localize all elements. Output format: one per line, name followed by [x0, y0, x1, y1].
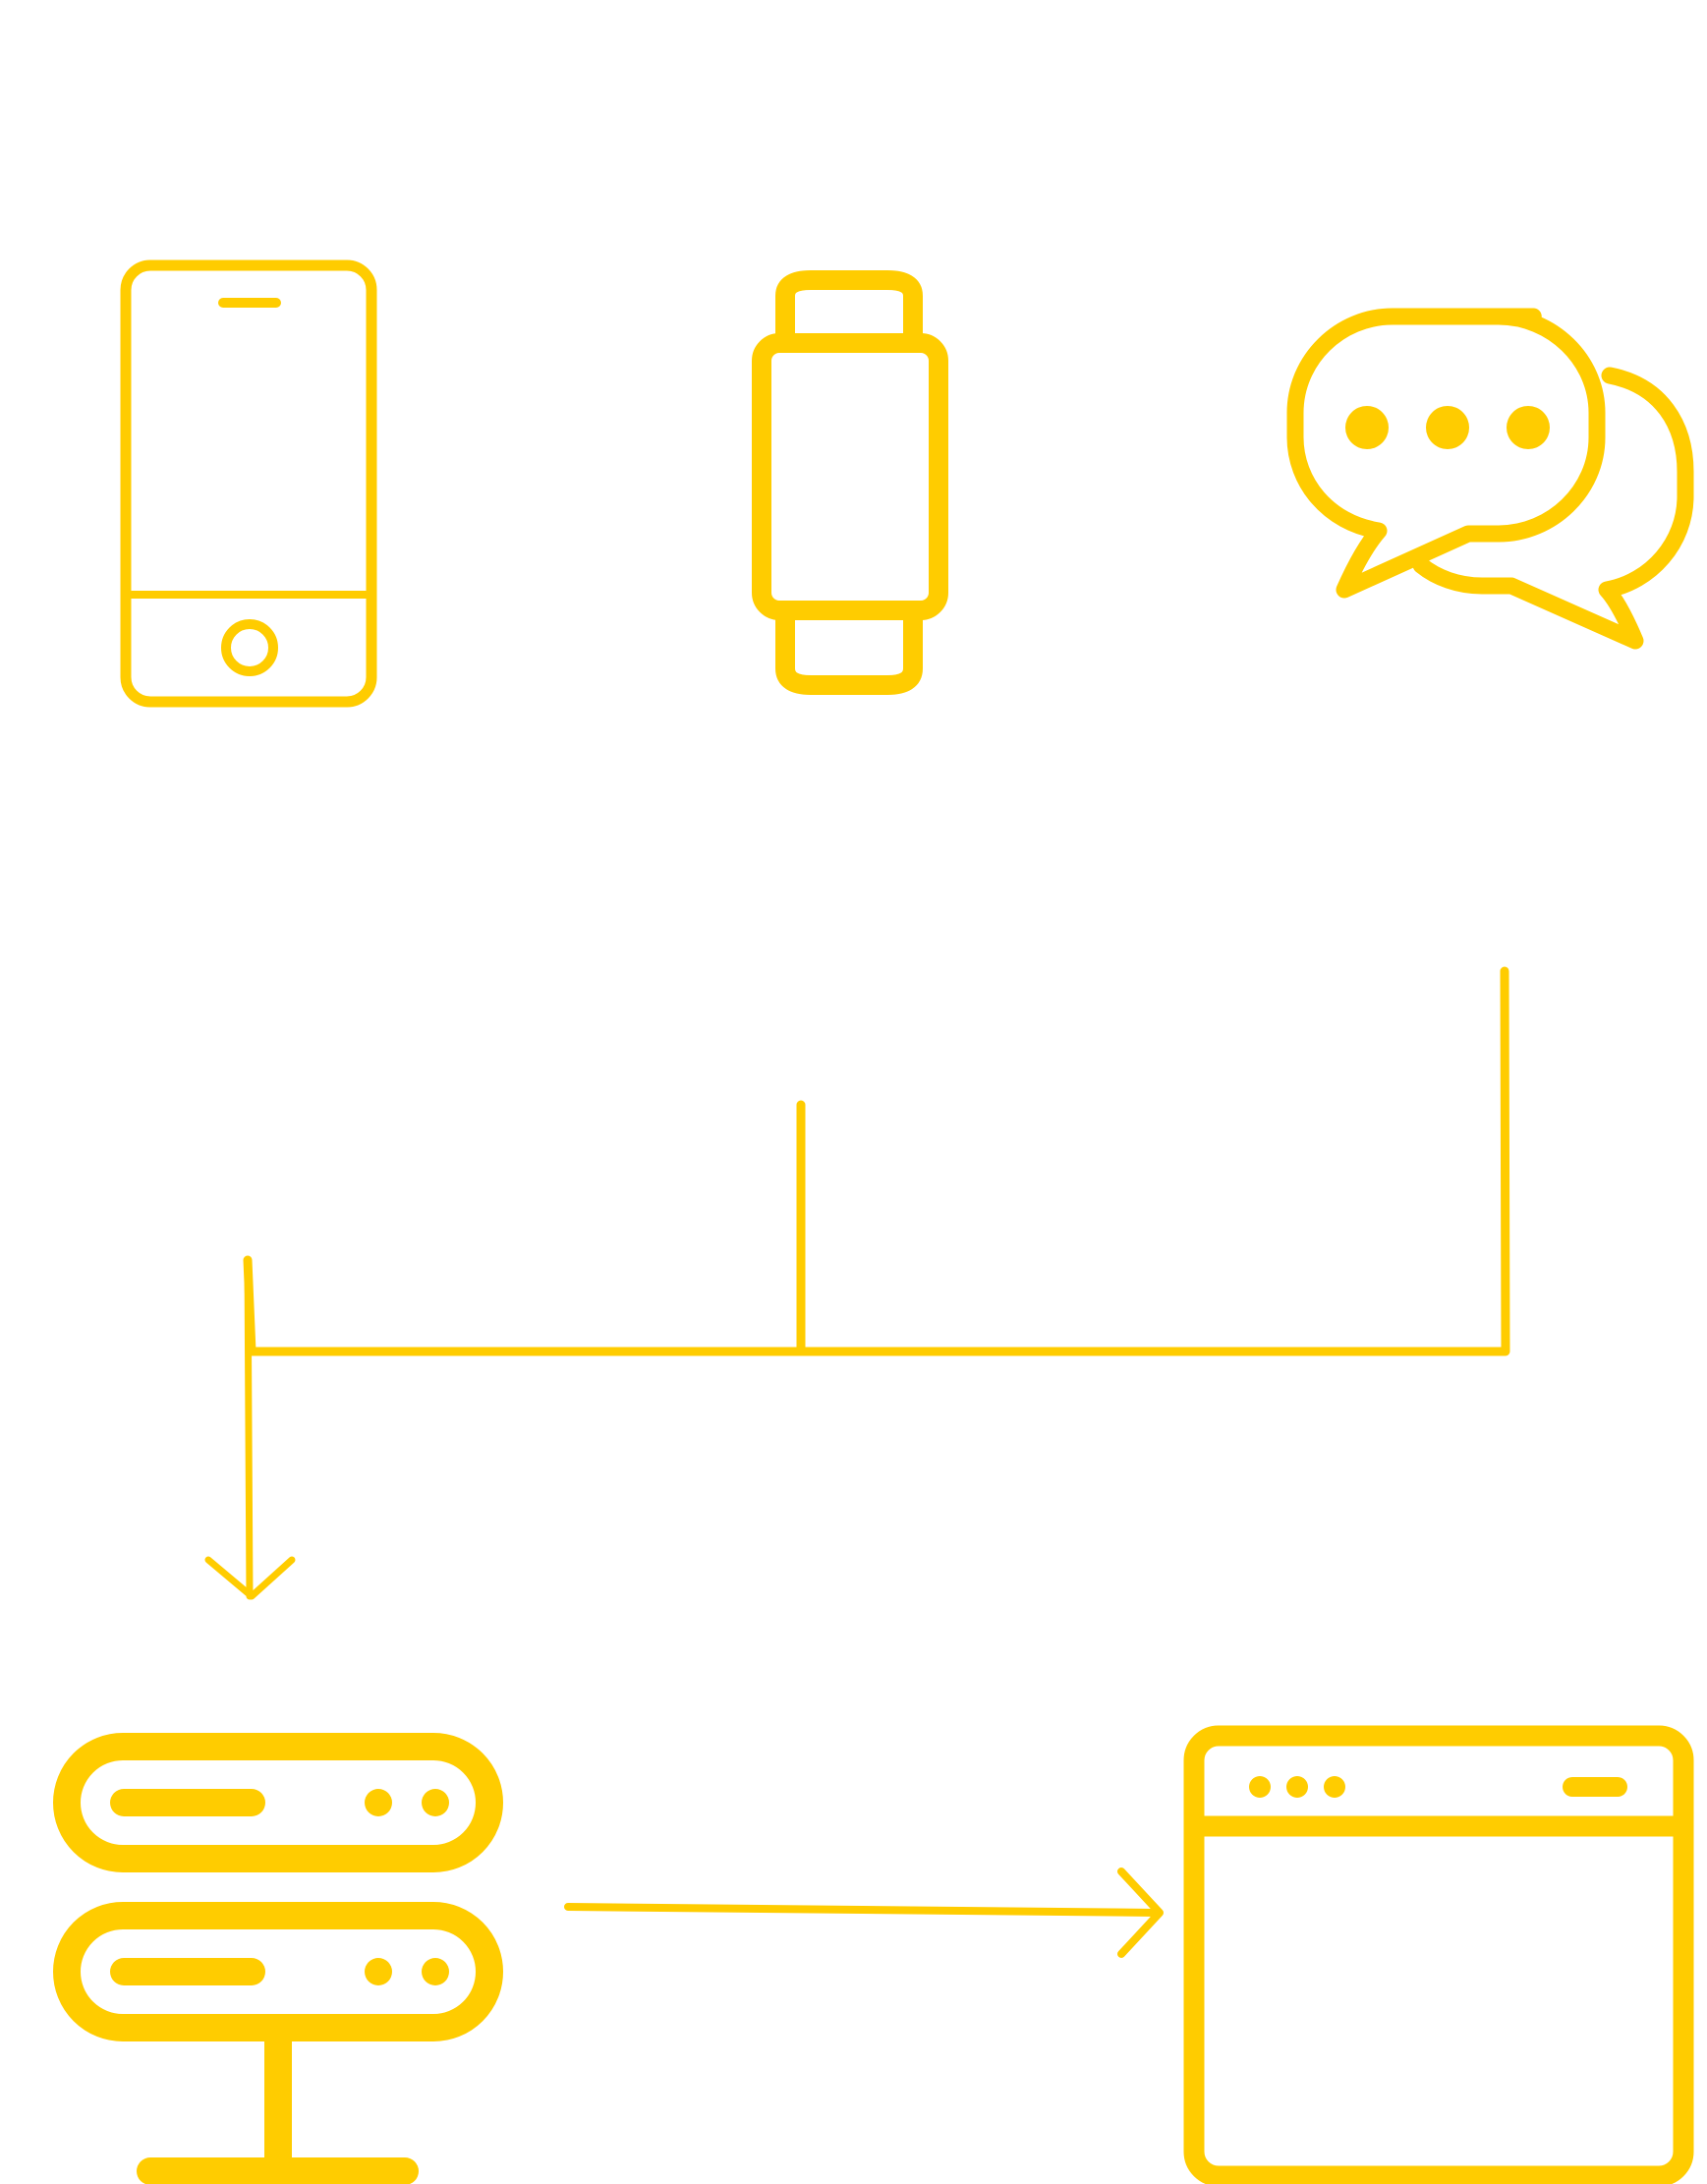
smartphone-icon	[120, 259, 377, 708]
chat-bubbles-icon	[1286, 308, 1694, 650]
server-stack-icon	[53, 1733, 503, 2184]
smartwatch-icon	[752, 270, 948, 695]
browser-window-icon	[1183, 1725, 1694, 2184]
bus-to-server-arrow	[204, 1256, 1509, 1600]
server-to-browser-arrow	[564, 1868, 1164, 1958]
device-connectors	[243, 966, 1510, 1356]
